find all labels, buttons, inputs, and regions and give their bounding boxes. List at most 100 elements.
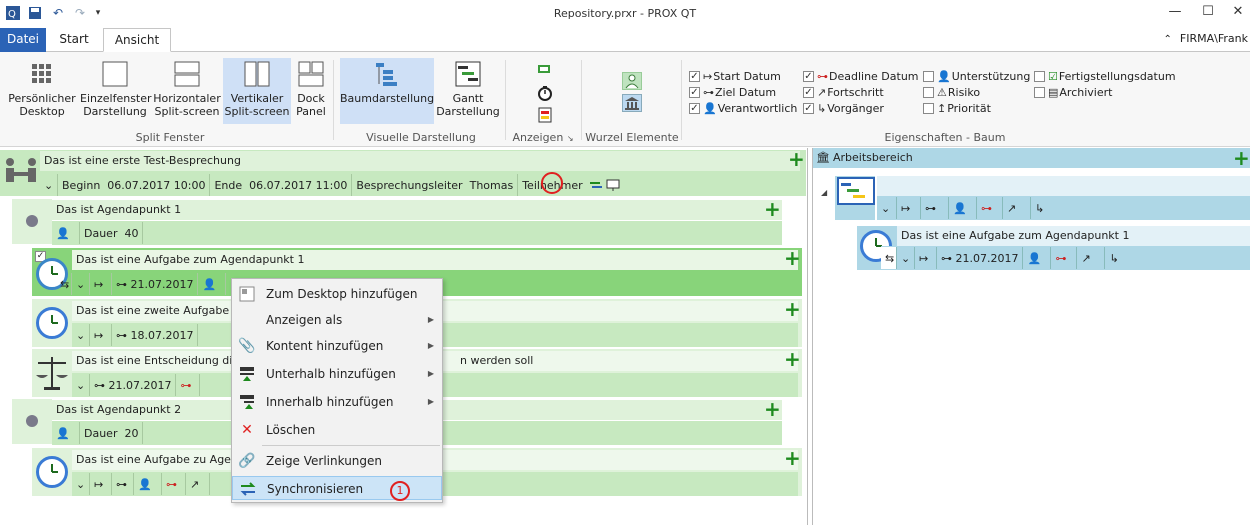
- dock-panel-button[interactable]: Dock Panel: [293, 58, 329, 124]
- expand-chevron-icon[interactable]: ⌄: [72, 273, 90, 295]
- person-icon[interactable]: 👤: [1023, 247, 1052, 269]
- start-date-checkbox[interactable]: ✓↦Start Datum: [689, 69, 781, 84]
- workspace-task-title[interactable]: Das ist eine Aufgabe zum Agendapunkt 1: [897, 226, 1250, 246]
- key-icon[interactable]: ⊶: [921, 197, 949, 219]
- redo-icon[interactable]: ↷: [74, 6, 86, 20]
- archived-checkbox[interactable]: ▤Archiviert: [1034, 85, 1112, 100]
- workspace-task-node[interactable]: Das ist eine Aufgabe zum Agendapunkt 1 ⇆…: [857, 226, 1250, 270]
- dialog-launcher-icon[interactable]: ↘: [566, 134, 574, 143]
- collapse-ribbon-icon[interactable]: ⌃: [1163, 34, 1172, 45]
- expand-chevron-icon[interactable]: ⌄: [72, 324, 90, 346]
- gantt-view-button[interactable]: Gantt Darstellung: [436, 58, 500, 124]
- sync-icon[interactable]: [587, 176, 605, 194]
- target-date-checkbox[interactable]: ✓⊶Ziel Datum: [689, 85, 776, 100]
- start-arrow-icon[interactable]: ↦: [915, 247, 937, 269]
- person-icon[interactable]: 👤: [949, 197, 977, 219]
- minimize-icon[interactable]: —: [1168, 4, 1182, 19]
- person-icon[interactable]: 👤: [52, 222, 80, 244]
- tree-view-button[interactable]: Baumdarstellung: [340, 58, 434, 124]
- progress-icon[interactable]: ↗: [186, 473, 210, 495]
- target-date-field[interactable]: ⊶ 21.07.2017: [937, 247, 1024, 269]
- root-person-icon[interactable]: [622, 72, 642, 90]
- single-window-button[interactable]: Einzelfenster Darstellung: [80, 58, 152, 124]
- workspace-root-node[interactable]: ⌄ ↦ ⊶ 👤 ⊶ ↗ ↳: [835, 176, 1250, 220]
- add-child-icon[interactable]: +: [784, 246, 801, 270]
- person-icon[interactable]: 👤: [198, 273, 227, 295]
- risk-checkbox[interactable]: ⚠Risiko: [923, 85, 980, 100]
- add-child-icon[interactable]: +: [784, 446, 801, 470]
- undo-icon[interactable]: ↶: [52, 6, 64, 20]
- menu-synchronize[interactable]: Synchronisieren: [232, 476, 442, 500]
- menu-show-links[interactable]: 🔗 Zeige Verlinkungen: [232, 449, 442, 473]
- duration-field[interactable]: Dauer 40: [80, 222, 144, 244]
- key-icon[interactable]: ⊶: [112, 473, 134, 495]
- deadline-key-icon[interactable]: ⊶: [176, 374, 201, 396]
- horizontal-split-button[interactable]: Horizontaler Split-screen: [152, 58, 222, 124]
- predecessor-icon[interactable]: ↳: [1035, 201, 1045, 215]
- person-icon[interactable]: 👤: [134, 473, 162, 495]
- add-child-icon[interactable]: +: [788, 147, 805, 171]
- sync-icon[interactable]: ⇆: [881, 247, 897, 269]
- end-field[interactable]: Ende 06.07.2017 11:00: [210, 174, 353, 196]
- predecessor-checkbox[interactable]: ✓↳Vorgänger: [803, 101, 884, 116]
- menu-delete[interactable]: ✕ Löschen: [232, 418, 442, 442]
- tab-file[interactable]: Datei: [0, 28, 46, 52]
- responsible-checkbox[interactable]: ✓👤Verantwortlich: [689, 101, 797, 116]
- stopwatch-icon[interactable]: [537, 85, 553, 101]
- tab-view[interactable]: Ansicht: [103, 28, 171, 52]
- deadline-key-icon[interactable]: ⊶: [1051, 247, 1078, 269]
- progress-icon[interactable]: ↗: [1003, 197, 1031, 219]
- target-date-field[interactable]: ⊶ 18.07.2017: [112, 324, 199, 346]
- priority-checkbox[interactable]: ↥Priorität: [923, 101, 991, 116]
- add-root-icon[interactable]: +: [1233, 146, 1250, 170]
- start-arrow-icon[interactable]: ↦: [90, 273, 112, 295]
- close-icon[interactable]: ✕: [1232, 4, 1244, 19]
- personal-desktop-button[interactable]: Persönlicher Desktop: [6, 58, 78, 124]
- deadline-checkbox[interactable]: ✓⊶Deadline Datum: [803, 69, 919, 84]
- support-checkbox[interactable]: 👤Unterstützung: [923, 69, 1030, 84]
- display-icon[interactable]: [605, 177, 621, 193]
- add-child-icon[interactable]: +: [784, 297, 801, 321]
- agenda-item-1[interactable]: Das ist Agendapunkt 1 + 👤 Dauer 40: [12, 197, 784, 245]
- maximize-icon[interactable]: ☐: [1202, 4, 1214, 19]
- leader-field[interactable]: Besprechungsleiter Thomas: [352, 174, 519, 196]
- tab-start[interactable]: Start: [59, 32, 89, 46]
- vertical-split-button[interactable]: Vertikaler Split-screen: [223, 58, 291, 124]
- save-icon[interactable]: [26, 5, 44, 21]
- start-arrow-icon[interactable]: ↦: [90, 324, 112, 346]
- expand-chevron-icon[interactable]: ⌄: [877, 197, 897, 219]
- progress-checkbox[interactable]: ✓↗Fortschritt: [803, 85, 884, 100]
- show-option-1-icon[interactable]: [536, 62, 552, 76]
- start-arrow-icon[interactable]: ↦: [897, 197, 921, 219]
- person-icon[interactable]: 👤: [52, 422, 80, 444]
- expand-chevron-icon[interactable]: ⌄: [72, 473, 90, 495]
- menu-add-below[interactable]: Unterhalb hinzufügen ▶: [232, 362, 442, 386]
- completion-date-checkbox[interactable]: ☑Fertigstellungsdatum: [1034, 69, 1176, 84]
- progress-icon[interactable]: ↗: [1077, 247, 1106, 269]
- duration-field[interactable]: Dauer 20: [80, 422, 144, 444]
- expand-chevron-icon[interactable]: ⌄: [40, 174, 58, 196]
- deadline-key-icon[interactable]: ⊶: [977, 197, 1003, 219]
- target-date-field[interactable]: ⊶ 21.07.2017: [90, 374, 177, 396]
- menu-show-as[interactable]: Anzeigen als ▶: [232, 308, 442, 332]
- add-child-icon[interactable]: +: [764, 197, 781, 221]
- predecessor-icon[interactable]: ↳: [1109, 251, 1119, 265]
- start-arrow-icon[interactable]: ↦: [90, 473, 112, 495]
- expand-chevron-icon[interactable]: ⌄: [897, 247, 915, 269]
- meeting-title[interactable]: Das ist eine erste Test-Besprechung: [40, 151, 800, 171]
- menu-add-inside[interactable]: Innerhalb hinzufügen ▶: [232, 390, 442, 414]
- add-child-icon[interactable]: +: [764, 397, 781, 421]
- root-building-icon[interactable]: [622, 94, 642, 112]
- add-child-icon[interactable]: +: [784, 347, 801, 371]
- agenda-1-title[interactable]: Das ist Agendapunkt 1: [52, 200, 782, 220]
- status-light-icon[interactable]: [538, 107, 552, 123]
- workspace-root-title[interactable]: [877, 176, 1250, 196]
- collapse-triangle-icon[interactable]: ◢: [821, 188, 828, 197]
- menu-add-content[interactable]: 📎 Kontent hinzufügen ▶: [232, 334, 442, 358]
- expand-chevron-icon[interactable]: ⌄: [72, 374, 90, 396]
- begin-field[interactable]: Beginn 06.07.2017 10:00: [58, 174, 211, 196]
- target-date-field[interactable]: ⊶ 21.07.2017: [112, 273, 199, 295]
- meeting-node[interactable]: Das ist eine erste Test-Besprechung + ⌄ …: [0, 147, 806, 196]
- customize-toolbar-icon[interactable]: ▾: [95, 8, 101, 18]
- deadline-key-icon[interactable]: ⊶: [162, 473, 186, 495]
